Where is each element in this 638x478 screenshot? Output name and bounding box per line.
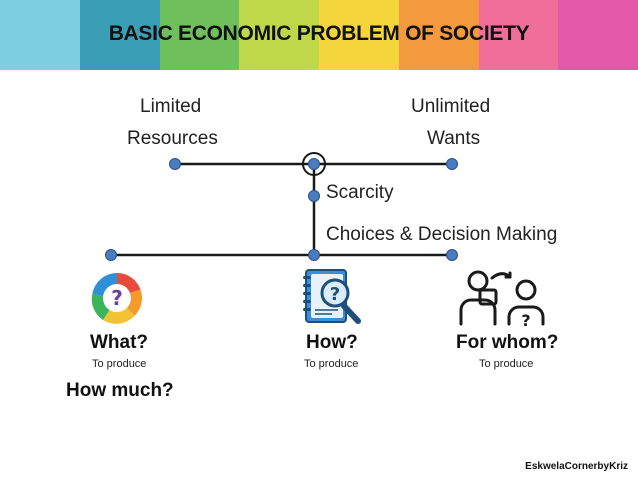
svg-text:?: ? xyxy=(111,286,123,310)
svg-text:?: ? xyxy=(521,311,530,328)
label-scarcity: Scarcity xyxy=(326,182,394,203)
node-for-whom xyxy=(446,249,458,261)
label-limited: Limited xyxy=(140,96,202,117)
banner-stripe-2 xyxy=(159,0,240,70)
banner-stripe-3 xyxy=(239,0,319,70)
node-resources xyxy=(169,158,181,170)
question-how: How? xyxy=(306,332,358,353)
subtitle-how: To produce xyxy=(304,358,359,370)
banner-stripe-0 xyxy=(0,0,80,70)
subtitle-what: To produce xyxy=(92,358,147,370)
node-center-top xyxy=(308,158,320,170)
banner-stripe-6 xyxy=(478,0,559,70)
node-scarcity xyxy=(308,190,320,202)
label-resources: Resources xyxy=(127,128,218,149)
banner-stripe-5 xyxy=(398,0,479,70)
label-unlimited: Unlimited xyxy=(411,96,491,117)
label-choices: Choices & Decision Making xyxy=(326,224,558,245)
color-banner xyxy=(0,0,638,70)
banner-stripe-4 xyxy=(319,0,399,70)
question-for-whom: For whom? xyxy=(456,332,559,353)
node-how xyxy=(308,249,320,261)
people-exchange-question-icon: ? xyxy=(459,270,545,328)
credit-text: EskwelaCornerbyKriz xyxy=(525,461,628,472)
question-what: What? xyxy=(90,332,149,353)
page-title: BASIC ECONOMIC PROBLEM OF SOCIETY xyxy=(108,22,530,45)
focus-ring xyxy=(302,152,326,176)
node-what xyxy=(105,249,117,261)
notebook-magnifier-question-icon: ? xyxy=(303,269,361,324)
node-wants xyxy=(446,158,458,170)
banner-stripe-7 xyxy=(558,0,638,70)
question-how-much: How much? xyxy=(66,380,174,401)
banner-stripe-1 xyxy=(79,0,160,70)
svg-text:?: ? xyxy=(330,284,340,305)
color-wheel-question-icon: ? xyxy=(91,273,143,324)
label-wants: Wants xyxy=(427,128,481,149)
subtitle-for-whom: To produce xyxy=(479,358,534,370)
